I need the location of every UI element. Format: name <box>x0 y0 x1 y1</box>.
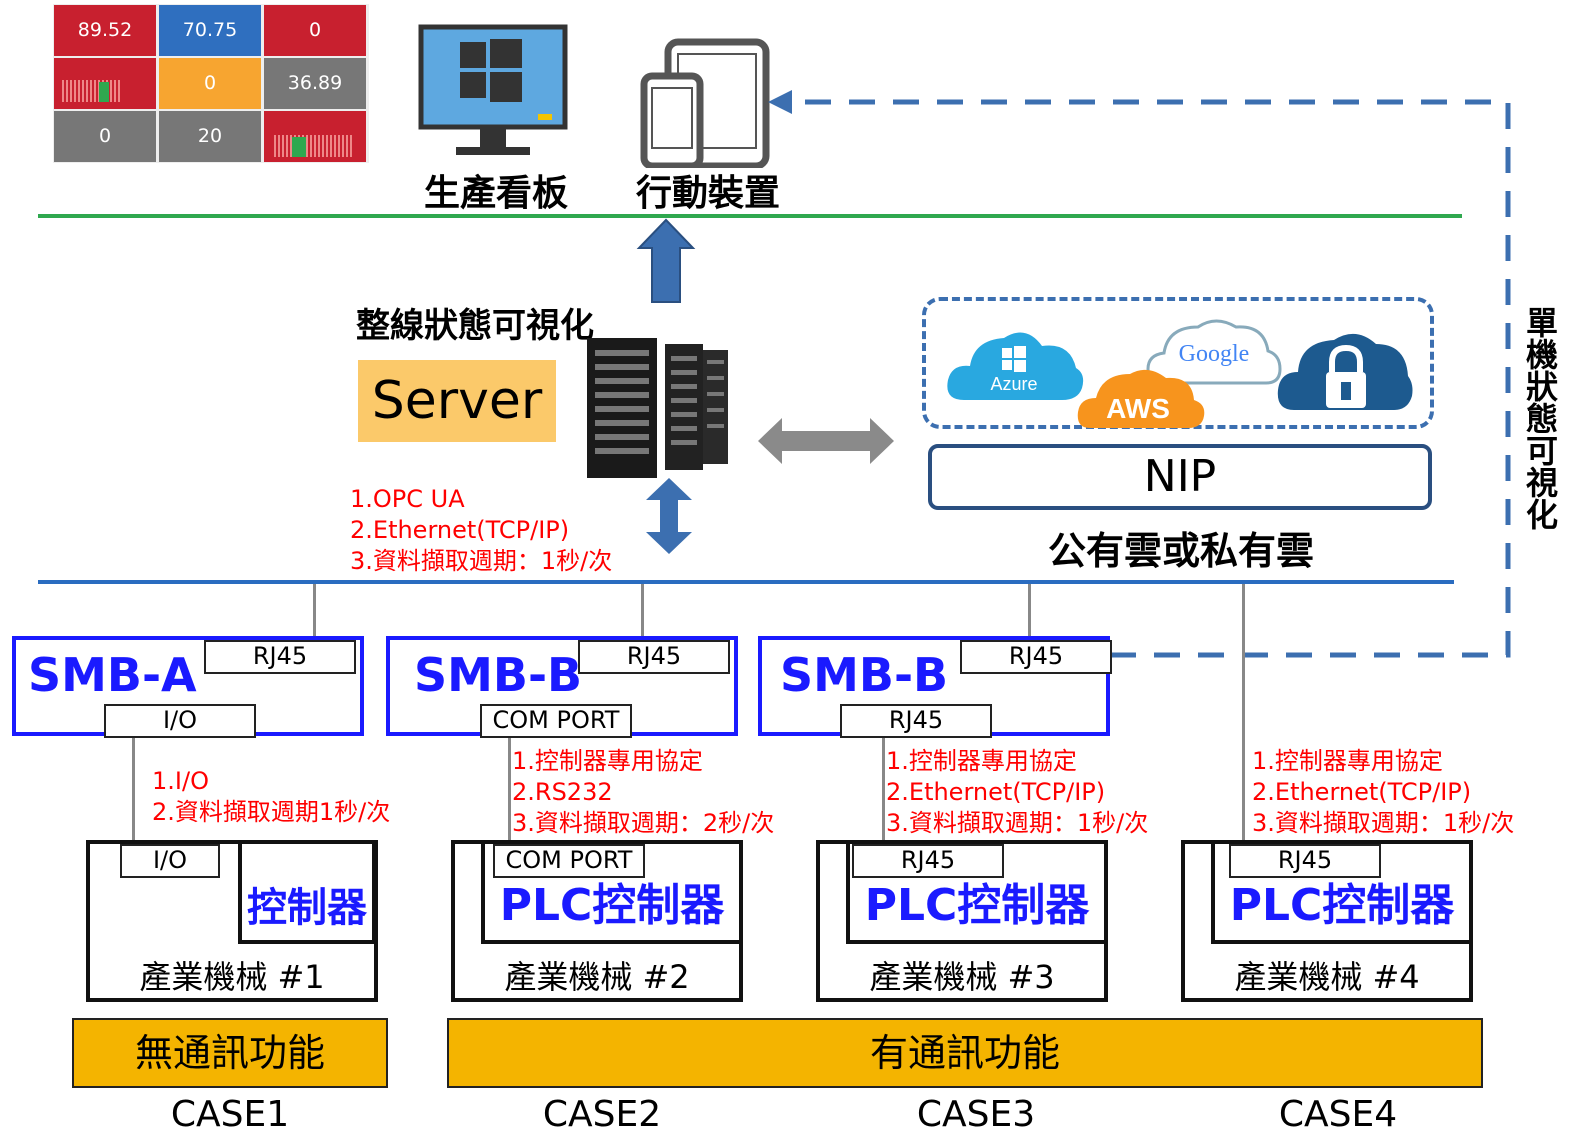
dashboard-label: 生產看板 <box>424 173 569 214</box>
com-port: COM PORT <box>493 844 645 878</box>
controller-box: 控制器 <box>238 840 376 944</box>
smb-title: SMB-B <box>414 648 583 702</box>
server-title: 整線狀態可視化 <box>356 306 594 346</box>
field-network-line <box>38 580 1454 584</box>
dashboard-tile: 0 <box>54 111 156 162</box>
azure-cloud-icon: Azure <box>947 332 1084 400</box>
google-cloud-icon: Google <box>1146 319 1282 385</box>
network-drop-line <box>1028 584 1031 638</box>
io-port: I/O <box>104 704 256 738</box>
rj45-port: RJ45 <box>578 640 730 674</box>
io-port: I/O <box>120 844 220 878</box>
machine-label: 產業機械 #2 <box>504 958 690 996</box>
server-rack-icon <box>587 338 728 478</box>
case-label: CASE4 <box>1278 1094 1398 1135</box>
google-label: Google <box>1179 341 1250 367</box>
rj45-port: RJ45 <box>204 640 356 674</box>
aws-label: AWS <box>1106 393 1170 424</box>
dashboard-chart-tile <box>54 58 156 109</box>
machine-label: 產業機械 #3 <box>869 958 1055 996</box>
dashboard-tile: 89.52 <box>54 5 156 56</box>
vertical-double-arrow-icon <box>646 478 692 554</box>
network-drop-line <box>313 584 316 638</box>
machine-label: 產業機械 #1 <box>139 958 325 996</box>
dashboard-tile: 70.75 <box>159 5 261 56</box>
smb-b-unit: SMB-B RJ45 COM PORT <box>386 636 738 738</box>
side-label: 單機狀態可視化 <box>1521 306 1559 530</box>
aws-cloud-icon: AWS <box>1077 369 1205 428</box>
rj45-port: RJ45 <box>840 704 992 738</box>
dashboard-tile: 36.89 <box>264 58 366 109</box>
dashboard-thumbnail: 89.52 70.75 0 0 36.89 0 20 <box>53 4 369 163</box>
mobile-devices-icon <box>640 38 770 168</box>
rj45-port: RJ45 <box>1229 844 1381 878</box>
cloud-network-line <box>38 214 1462 218</box>
machine-3: PLC控制器 RJ45 產業機械 #3 <box>816 840 1108 1002</box>
link-line <box>132 738 135 844</box>
dashboard-tile: 0 <box>159 58 261 109</box>
case-label: CASE2 <box>542 1094 662 1135</box>
dashboard-tile: 0 <box>264 5 366 56</box>
plc-controller-box: PLC控制器 <box>846 840 1108 944</box>
machine-2: PLC控制器 COM PORT 產業機械 #2 <box>451 840 743 1002</box>
up-arrow-icon <box>636 218 696 303</box>
dashboard-tile: 20 <box>159 111 261 162</box>
private-cloud-lock-icon <box>1277 333 1413 410</box>
dashboard-chart-tile <box>264 111 366 162</box>
plc-controller-box: PLC控制器 <box>1211 840 1473 944</box>
rj45-port: RJ45 <box>852 844 1004 878</box>
smb-title: SMB-B <box>780 648 949 702</box>
machine-label: 產業機械 #4 <box>1234 958 1420 996</box>
com-port: COM PORT <box>480 704 632 738</box>
link-line <box>508 738 511 844</box>
network-drop-line <box>1242 584 1245 846</box>
comm-band: 有通訊功能 <box>447 1018 1483 1088</box>
link-line <box>882 738 885 844</box>
smb-title: SMB-A <box>28 648 197 702</box>
case-label: CASE1 <box>170 1094 290 1135</box>
server-protocol-note: 1.OPC UA 2.Ethernet(TCP/IP) 3.資料擷取週期：1秒/… <box>350 485 613 575</box>
rj45-port: RJ45 <box>960 640 1112 674</box>
smb-a-unit: SMB-A RJ45 I/O <box>12 636 364 738</box>
nip-box: NIP <box>928 444 1432 510</box>
cloud-caption: 公有雲或私有雲 <box>1048 529 1315 573</box>
monitor-icon <box>418 24 568 155</box>
smb-b-unit: SMB-B RJ45 RJ45 <box>758 636 1112 738</box>
machine-1: I/O 控制器 產業機械 #1 <box>86 840 378 1002</box>
bidirectional-arrow-icon <box>758 418 894 464</box>
mobile-label: 行動裝置 <box>636 173 781 214</box>
network-drop-line <box>641 584 644 638</box>
case-label: CASE3 <box>916 1094 1036 1135</box>
azure-label: Azure <box>990 374 1037 394</box>
server-label-box: Server <box>358 360 556 442</box>
machine-4: PLC控制器 RJ45 產業機械 #4 <box>1181 840 1473 1002</box>
no-comm-band: 無通訊功能 <box>72 1018 388 1088</box>
plc-controller-box: PLC控制器 <box>481 840 743 944</box>
